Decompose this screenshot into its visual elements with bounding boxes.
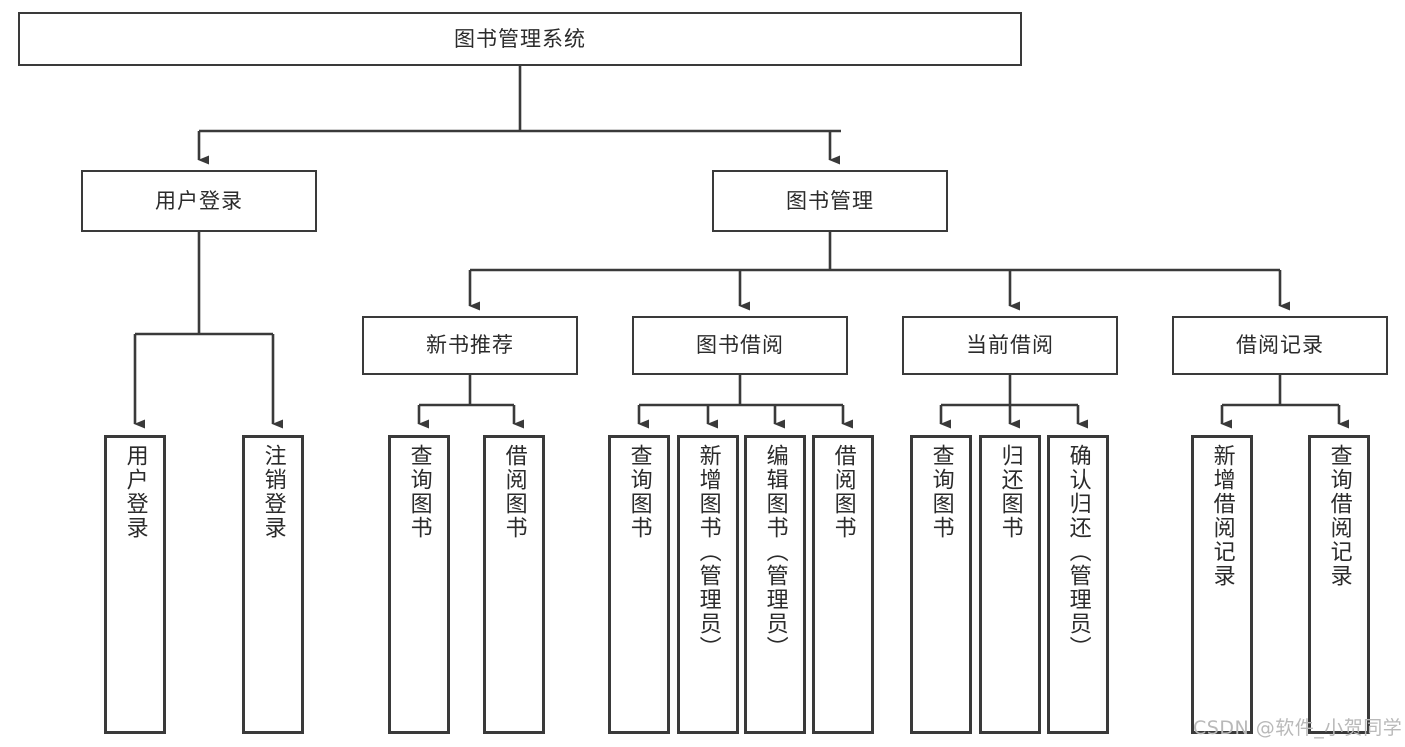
leaf-confirm-return[interactable]: 确认归还（管理员） — [1047, 435, 1109, 734]
leaf-add-book-label: 新增图书（管理员） — [695, 444, 721, 660]
node-current-borrow[interactable]: 当前借阅 — [902, 316, 1118, 375]
node-new-book-recommend[interactable]: 新书推荐 — [362, 316, 578, 375]
node-book-borrow-label: 图书借阅 — [696, 333, 784, 358]
leaf-return-book-label: 归还图书 — [997, 444, 1023, 540]
leaf-borrow-book-1-label: 借阅图书 — [501, 444, 527, 540]
leaf-add-record-label: 新增借阅记录 — [1209, 444, 1235, 588]
node-book-manage[interactable]: 图书管理 — [712, 170, 948, 232]
node-book-manage-label: 图书管理 — [786, 188, 874, 213]
leaf-logout-label: 注销登录 — [260, 444, 286, 540]
leaf-confirm-return-label: 确认归还（管理员） — [1065, 444, 1091, 660]
leaf-add-book[interactable]: 新增图书（管理员） — [677, 435, 739, 734]
node-book-borrow[interactable]: 图书借阅 — [632, 316, 848, 375]
leaf-return-book[interactable]: 归还图书 — [979, 435, 1041, 734]
leaf-borrow-book-2[interactable]: 借阅图书 — [812, 435, 874, 734]
leaf-query-book-3-label: 查询图书 — [928, 444, 954, 540]
leaf-user-login-label: 用户登录 — [122, 444, 148, 540]
leaf-edit-book[interactable]: 编辑图书（管理员） — [744, 435, 806, 734]
leaf-logout[interactable]: 注销登录 — [242, 435, 304, 734]
node-root-label: 图书管理系统 — [454, 26, 586, 51]
node-borrow-record-label: 借阅记录 — [1236, 333, 1324, 358]
node-current-borrow-label: 当前借阅 — [966, 333, 1054, 358]
node-root[interactable]: 图书管理系统 — [18, 12, 1022, 66]
node-new-book-recommend-label: 新书推荐 — [426, 333, 514, 358]
leaf-edit-book-label: 编辑图书（管理员） — [762, 444, 788, 660]
leaf-query-book-3[interactable]: 查询图书 — [910, 435, 972, 734]
leaf-query-record-label: 查询借阅记录 — [1326, 444, 1352, 588]
leaf-query-record[interactable]: 查询借阅记录 — [1308, 435, 1370, 734]
leaf-add-record[interactable]: 新增借阅记录 — [1191, 435, 1253, 734]
leaf-user-login[interactable]: 用户登录 — [104, 435, 166, 734]
watermark: CSDN @软件_小贺同学 — [1193, 717, 1403, 739]
leaf-borrow-book-2-label: 借阅图书 — [830, 444, 856, 540]
leaf-query-book-1[interactable]: 查询图书 — [388, 435, 450, 734]
node-user-login-label: 用户登录 — [155, 188, 243, 213]
leaf-query-book-2[interactable]: 查询图书 — [608, 435, 670, 734]
leaf-borrow-book-1[interactable]: 借阅图书 — [483, 435, 545, 734]
node-borrow-record[interactable]: 借阅记录 — [1172, 316, 1388, 375]
node-user-login[interactable]: 用户登录 — [81, 170, 317, 232]
leaf-query-book-1-label: 查询图书 — [406, 444, 432, 540]
leaf-query-book-2-label: 查询图书 — [626, 444, 652, 540]
